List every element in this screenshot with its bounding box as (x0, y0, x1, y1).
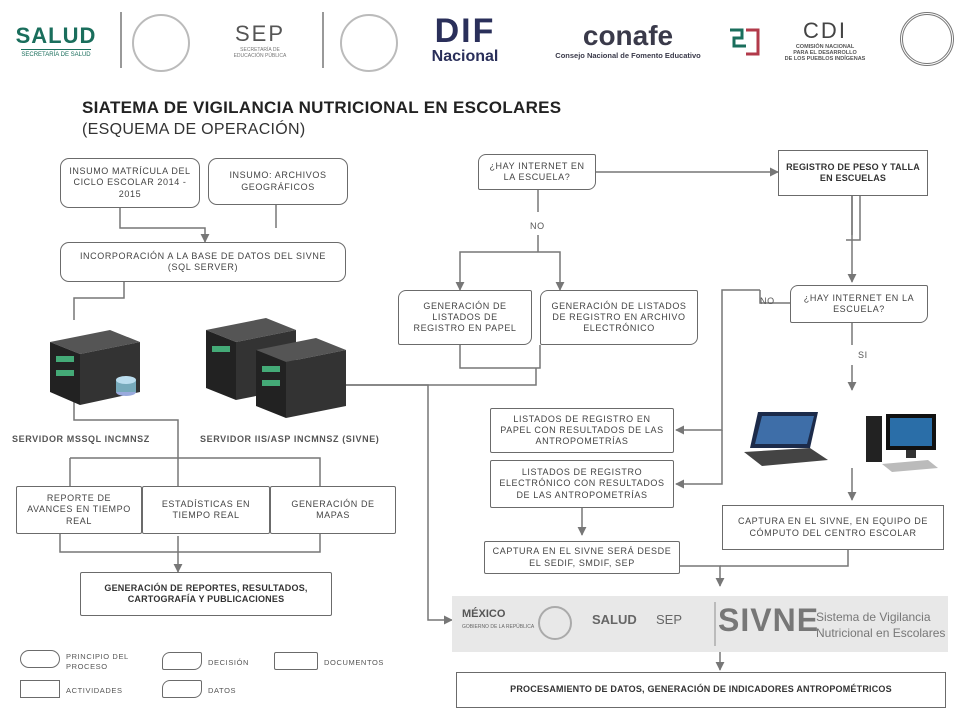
legend-datos-label: DATOS (208, 686, 237, 695)
banner-mexico: MÉXICO (462, 608, 506, 620)
servidor-mssql-label: SERVIDOR MSSQL INCMNSZ (12, 434, 150, 444)
conafe-logo: conafe Consejo Nacional de Fomento Educa… (538, 8, 718, 72)
cdi-logo-sub1: COMISIÓN NACIONAL (795, 44, 855, 50)
no-1-label: NO (530, 221, 545, 231)
banner-mexico-sub: GOBIERNO DE LA REPÚBLICA (462, 624, 535, 630)
estadisticas-node: ESTADÍSTICAS EN TIEMPO REAL (142, 486, 270, 534)
server-mssql-icon (40, 320, 140, 410)
legend-principio-shape (20, 650, 60, 668)
legend-principio-label: PRINCIPIO DEL PROCESO (66, 652, 129, 671)
cdi-emblem-icon (726, 24, 762, 60)
sep-logo: SEP SECRETARÍA DE EDUCACIÓN PÚBLICA (210, 8, 310, 72)
conafe-logo-subtext: Consejo Nacional de Fomento Educativo (555, 50, 701, 60)
legend-documentos-label: DOCUMENTOS (324, 658, 385, 667)
legend-actividades-label: ACTIVIDADES (66, 686, 123, 695)
seal-icon-2 (340, 14, 398, 72)
cdi-logo-text: CDI (803, 18, 847, 43)
procesamiento-node: PROCESAMIENTO DE DATOS, GENERACIÓN DE IN… (456, 672, 946, 708)
sep-logo-sub1: SECRETARÍA DE (240, 47, 280, 53)
registro-peso-node: REGISTRO DE PESO Y TALLA EN ESCUELAS (778, 150, 928, 196)
insumo-archivos-node: INSUMO: ARCHIVOS GEOGRÁFICOS (208, 158, 348, 205)
hay-internet-1-node: ¿HAY INTERNET EN LA ESCUELA? (478, 154, 596, 190)
cdi-logo-sub2: PARA EL DESARROLLO (793, 50, 857, 56)
legend-decision-shape (162, 652, 202, 670)
si-label: SI (858, 350, 868, 360)
legend-actividades-shape (20, 680, 60, 698)
dif-logo-subtext: Nacional (431, 48, 499, 65)
laptop-icon (740, 408, 830, 470)
cdi-logo: CDI COMISIÓN NACIONAL PARA EL DESARROLLO… (770, 8, 880, 72)
dif-logo-text: DIF (434, 12, 496, 50)
banner-sep: SEP (656, 612, 683, 627)
salud-logo-text: SALUD (15, 22, 97, 48)
conafe-logo-text: conafe (582, 19, 674, 51)
listados-electronico-node: GENERACIÓN DE LISTADOS DE REGISTRO EN AR… (540, 290, 698, 345)
page-subtitle: (ESQUEMA DE OPERACIÓN) (82, 121, 306, 138)
cdi-logo-sub3: DE LOS PUEBLOS INDÍGENAS (784, 56, 866, 62)
sep-logo-text: SEP (234, 21, 286, 46)
listados-papel-node: GENERACIÓN DE LISTADOS DE REGISTRO EN PA… (398, 290, 532, 345)
hay-internet-2-node: ¿HAY INTERNET EN LA ESCUELA? (790, 285, 928, 323)
banner-salud: SALUD (592, 612, 637, 627)
legend-documentos-shape (274, 652, 318, 670)
server-iis-icon (196, 310, 346, 420)
captura-sedif-node: CAPTURA EN EL SIVNE SERÁ DESDE EL SEDIF,… (484, 541, 680, 574)
captura-escolar-node: CAPTURA EN EL SIVNE, EN EQUIPO DE CÓMPUT… (722, 505, 944, 550)
sep-logo-sub2: EDUCACIÓN PÚBLICA (233, 53, 287, 59)
listados-electronico-result-node: LISTADOS DE REGISTRO ELECTRÓNICO CON RES… (490, 460, 674, 508)
banner-sivne-desc2: Nutricional en Escolares (816, 626, 946, 640)
generacion-reportes-node: GENERACIÓN DE REPORTES, RESULTADOS, CART… (80, 572, 332, 616)
salud-logo-subtext: SECRETARÍA DE SALUD (21, 48, 91, 58)
sivne-banner: MÉXICO GOBIERNO DE LA REPÚBLICA SALUD SE… (452, 596, 948, 652)
banner-sivne: SIVNE (718, 602, 820, 638)
generacion-mapas-node: GENERACIÓN DE MAPAS (270, 486, 396, 534)
legend-decision-label: DECISIÓN (208, 658, 250, 667)
salud-logo: SALUD SECRETARÍA DE SALUD (6, 8, 106, 72)
incorporacion-node: INCORPORACIÓN A LA BASE DE DATOS DEL SIV… (60, 242, 346, 282)
seal-icon-3 (900, 12, 954, 66)
listados-papel-result-node: LISTADOS DE REGISTRO EN PAPEL CON RESULT… (490, 408, 674, 453)
insumo-matricula-node: INSUMO MATRÍCULA DEL CICLO ESCOLAR 2014 … (60, 158, 200, 208)
legend-datos-shape (162, 680, 202, 698)
page-title: SIATEMA DE VIGILANCIA NUTRICIONAL EN ESC… (82, 98, 562, 117)
desktop-icon (862, 410, 942, 472)
no-2-label: NO (760, 296, 775, 306)
banner-seal-icon (538, 606, 572, 640)
servidor-iis-label: SERVIDOR IIS/ASP INCMNSZ (SIVNE) (200, 434, 380, 444)
dif-logo: DIF Nacional (420, 8, 510, 72)
banner-sivne-desc1: Sistema de Vigilancia (816, 610, 931, 624)
seal-icon (132, 14, 190, 72)
reporte-avances-node: REPORTE DE AVANCES EN TIEMPO REAL (16, 486, 142, 534)
